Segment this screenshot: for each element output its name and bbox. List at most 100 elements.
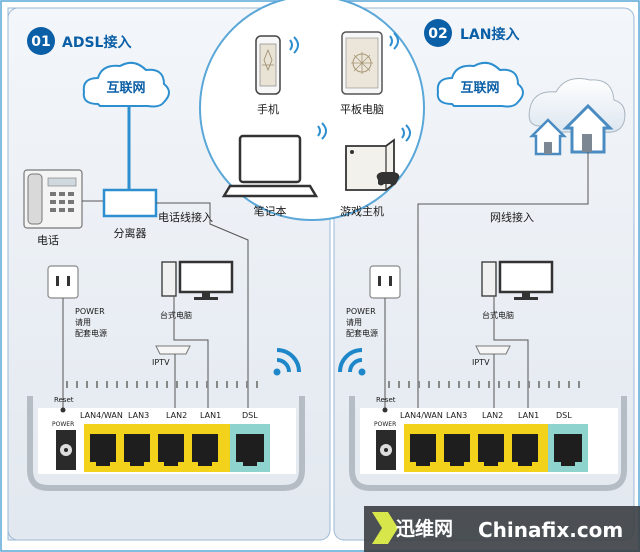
right-router: Reset POWER LAN4/WAN LAN3 LAN2 LAN1 DSL <box>349 381 627 491</box>
device-tablet: 平板电脑 <box>340 31 399 116</box>
cloud-icon <box>82 61 170 108</box>
left-power-label: POWER <box>75 307 105 316</box>
lan3-port-icon <box>124 434 150 466</box>
right-reset-button <box>382 407 388 413</box>
section-01-header: 01 ADSL接入 <box>27 27 131 55</box>
right-port-label-lan1: LAN1 <box>518 411 539 420</box>
section-01-title: ADSL接入 <box>62 34 131 51</box>
left-port-label-lan4: LAN4/WAN <box>80 411 123 420</box>
left-router-vents <box>66 381 258 388</box>
lan4-port-icon <box>90 434 116 466</box>
wifi-signal-icon <box>348 358 363 373</box>
lan1-port-icon <box>192 434 218 466</box>
left-reset-button <box>60 407 66 413</box>
house-icon <box>528 118 568 156</box>
left-lan-ports <box>90 434 218 466</box>
right-iptv: IPTV <box>472 345 511 367</box>
left-desktop-cable <box>173 296 209 410</box>
right-reset-label: Reset <box>376 396 396 404</box>
left-desktop: 台式电脑 <box>160 260 234 320</box>
tablet-label: 平板电脑 <box>340 102 384 116</box>
watermark: 迅维网 Chinafix.com <box>364 506 640 552</box>
left-iptv: IPTV <box>152 345 191 367</box>
houses-cloud <box>528 78 626 156</box>
iptv-box-icon <box>475 345 511 355</box>
left-cloud-label: 互联网 <box>106 81 145 96</box>
splitter-icon <box>102 188 158 218</box>
right-port-label-lan2: LAN2 <box>482 411 503 420</box>
monitor-icon <box>178 260 234 294</box>
watermark-cn: 迅维网 <box>396 517 453 540</box>
right-router-body <box>349 396 627 491</box>
cloud-icon <box>436 61 524 108</box>
right-desktop: 台式电脑 <box>481 260 554 320</box>
dsl-port-icon <box>236 434 264 466</box>
monitor-icon <box>498 260 554 294</box>
left-power-note1: 请用 <box>75 317 91 327</box>
laptop-label: 笔记本 <box>254 204 287 218</box>
right-power-label: POWER <box>346 307 376 316</box>
wifi-icon <box>289 36 299 54</box>
laptop-icon <box>238 134 302 184</box>
desktop-tower-icon <box>161 261 177 297</box>
wan-cable <box>417 152 589 410</box>
right-power-note1: 请用 <box>346 317 362 327</box>
left-port-label-lan3: LAN3 <box>128 411 149 420</box>
right-port-label-lan4: LAN4/WAN <box>400 411 443 420</box>
watermark-bg <box>364 506 640 552</box>
right-router-vents <box>388 381 580 388</box>
right-power-note2: 配套电源 <box>346 328 378 338</box>
console-label: 游戏主机 <box>340 204 384 218</box>
right-wifi-symbol <box>338 348 366 376</box>
left-power-outlet: POWER 请用 配套电源 <box>47 265 107 338</box>
section-02-header: 02 LAN接入 <box>424 19 519 47</box>
net-line-label: 网线接入 <box>490 210 534 224</box>
dsl-line <box>156 202 249 410</box>
lan1-port-icon <box>512 434 538 466</box>
left-router-body <box>27 396 305 491</box>
dsl-port-icon <box>554 434 582 466</box>
right-cloud-label: 互联网 <box>460 81 499 96</box>
left-wifi-symbol <box>273 348 301 376</box>
right-internet-cloud: 互联网 <box>436 61 524 108</box>
right-power-port-label: POWER <box>374 421 396 428</box>
device-console: 游戏主机 <box>340 124 411 218</box>
right-port-label-lan3: LAN3 <box>446 411 467 420</box>
lan2-port-icon <box>158 434 184 466</box>
lan4-port-icon <box>410 434 436 466</box>
iptv-box-icon <box>155 345 191 355</box>
telephone-label: 电话 <box>37 234 59 247</box>
lan2-port-icon <box>478 434 504 466</box>
section-02-number: 02 <box>428 26 447 42</box>
wifi-icon <box>401 124 411 142</box>
watermark-logo-icon <box>372 512 398 544</box>
power-outlet-icon <box>47 265 79 299</box>
section-01-number: 01 <box>31 34 50 50</box>
phone-label: 手机 <box>257 102 279 116</box>
telephone: 电话 <box>23 169 83 247</box>
right-iptv-label: IPTV <box>472 358 490 367</box>
left-port-label-lan2: LAN2 <box>166 411 187 420</box>
gamepad-icon <box>376 172 400 186</box>
right-desktop-label: 台式电脑 <box>482 310 514 320</box>
left-power-port-label: POWER <box>52 421 74 428</box>
right-power-outlet: POWER 请用 配套电源 <box>346 265 401 338</box>
house-icon <box>562 103 614 154</box>
wifi-icon <box>317 122 327 140</box>
left-port-label-dsl: DSL <box>242 411 258 420</box>
section-02-badge <box>424 19 452 47</box>
device-phone: 手机 <box>255 35 299 116</box>
wifi-signal-icon <box>276 358 291 373</box>
left-reset-label: Reset <box>54 396 74 404</box>
left-iptv-label: IPTV <box>152 358 170 367</box>
power-outlet-icon <box>369 265 401 299</box>
watermark-en: Chinafix.com <box>478 518 623 542</box>
section-02-title: LAN接入 <box>460 26 519 43</box>
left-power-note2: 配套电源 <box>75 328 107 338</box>
right-desktop-cable <box>493 296 529 410</box>
section-01-badge <box>27 27 55 55</box>
splitter-label: 分离器 <box>114 226 147 240</box>
left-port-label-lan1: LAN1 <box>200 411 221 420</box>
wifi-icon <box>389 32 399 50</box>
